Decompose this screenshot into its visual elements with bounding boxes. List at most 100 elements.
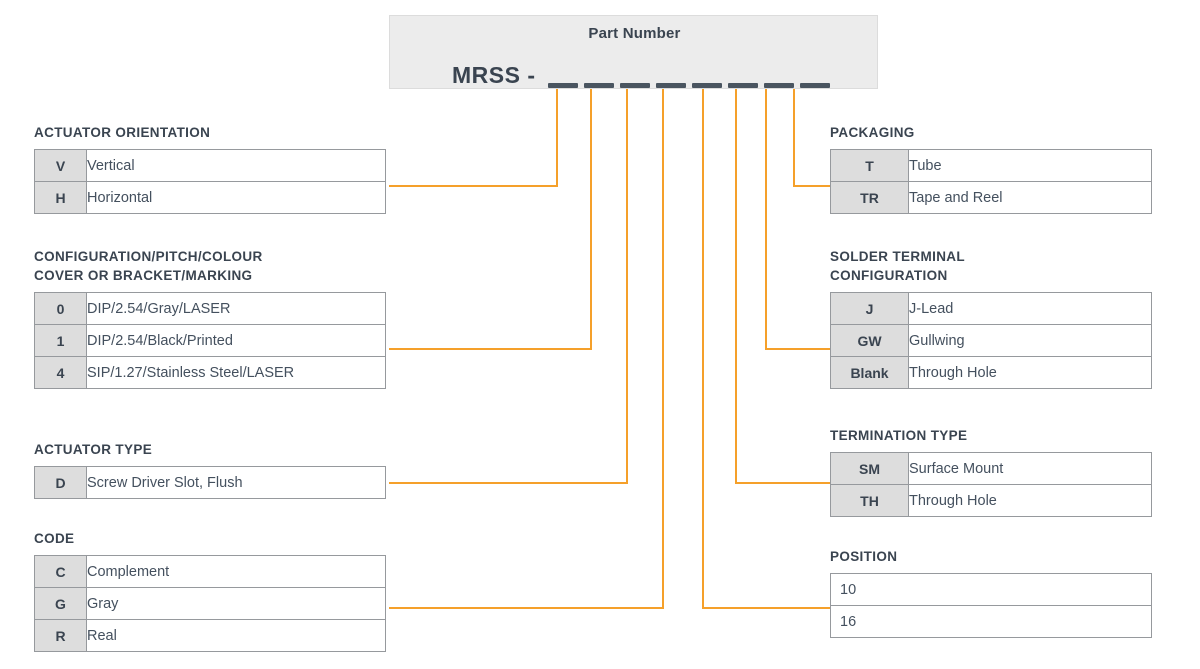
connector-horizontal-4	[389, 607, 664, 609]
section-title: ACTUATOR ORIENTATION	[34, 125, 211, 140]
options-table: V Vertical H Horizontal	[34, 149, 386, 214]
table-row: TH Through Hole	[830, 484, 1152, 517]
option-code: 0	[34, 292, 87, 325]
section-actuator-type: ACTUATOR TYPE D Screw Driver Slot, Flush	[34, 440, 386, 499]
table-row: 16	[830, 605, 1152, 638]
part-number-blank-7	[763, 83, 794, 88]
table-row: 0 DIP/2.54/Gray/LASER	[34, 292, 386, 325]
section-packaging: PACKAGING T Tube TR Tape and Reel	[830, 123, 1152, 214]
option-desc: SIP/1.27/Stainless Steel/LASER	[86, 356, 386, 389]
option-code: 4	[34, 356, 87, 389]
option-desc: 10	[830, 573, 1152, 606]
connector-vertical-1	[556, 89, 558, 187]
section-solder-terminal-configuration: SOLDER TERMINAL CONFIGURATION J J-Lead G…	[830, 247, 1152, 389]
option-desc: Horizontal	[86, 181, 386, 214]
table-row: C Complement	[34, 555, 386, 588]
table-row: Blank Through Hole	[830, 356, 1152, 389]
table-row: G Gray	[34, 587, 386, 620]
part-number-blank-8	[799, 83, 830, 88]
option-code: 1	[34, 324, 87, 357]
part-number-blank-3	[619, 83, 650, 88]
connector-horizontal-6	[735, 482, 830, 484]
option-desc: Vertical	[86, 149, 386, 182]
option-desc: Through Hole	[908, 484, 1152, 517]
part-number-blanks	[547, 83, 836, 88]
connector-vertical-7	[765, 89, 767, 350]
option-code: G	[34, 587, 87, 620]
option-code: R	[34, 619, 87, 652]
connector-vertical-4	[662, 89, 664, 609]
connector-horizontal-1	[389, 185, 558, 187]
section-title: TERMINATION TYPE	[830, 428, 968, 443]
part-number-line: MRSS -	[390, 54, 879, 88]
table-row: D Screw Driver Slot, Flush	[34, 466, 386, 499]
table-row: 1 DIP/2.54/Black/Printed	[34, 324, 386, 357]
option-desc: Surface Mount	[908, 452, 1152, 485]
option-code: TH	[830, 484, 909, 517]
options-table: D Screw Driver Slot, Flush	[34, 466, 386, 499]
options-table: T Tube TR Tape and Reel	[830, 149, 1152, 214]
connector-vertical-8	[793, 89, 795, 187]
section-title: CODE	[34, 531, 75, 546]
option-desc: J-Lead	[908, 292, 1152, 325]
option-desc: DIP/2.54/Gray/LASER	[86, 292, 386, 325]
options-table: C Complement G Gray R Real	[34, 555, 386, 652]
options-table: 0 DIP/2.54/Gray/LASER 1 DIP/2.54/Black/P…	[34, 292, 386, 389]
section-code: CODE C Complement G Gray R Real	[34, 529, 386, 652]
table-row: R Real	[34, 619, 386, 652]
table-row: V Vertical	[34, 149, 386, 182]
connector-vertical-5	[702, 89, 704, 609]
table-row: J J-Lead	[830, 292, 1152, 325]
option-desc: Gullwing	[908, 324, 1152, 357]
options-table: J J-Lead GW Gullwing Blank Through Hole	[830, 292, 1152, 389]
part-number-title: Part Number	[588, 25, 681, 42]
option-code: T	[830, 149, 909, 182]
part-number-prefix: MRSS -	[452, 62, 536, 88]
section-actuator-orientation: ACTUATOR ORIENTATION V Vertical H Horizo…	[34, 123, 386, 214]
options-table: SM Surface Mount TH Through Hole	[830, 452, 1152, 517]
options-table: 10 16	[830, 573, 1152, 638]
option-desc: Tape and Reel	[908, 181, 1152, 214]
connector-horizontal-8	[793, 185, 830, 187]
table-row: 10	[830, 573, 1152, 606]
part-number-box: Part Number MRSS -	[389, 15, 878, 89]
option-code: H	[34, 181, 87, 214]
option-desc: Screw Driver Slot, Flush	[86, 466, 386, 499]
option-code: GW	[830, 324, 909, 357]
connector-vertical-3	[626, 89, 628, 484]
section-position: POSITION 10 16	[830, 547, 1152, 638]
connector-horizontal-7	[765, 348, 830, 350]
option-desc: Through Hole	[908, 356, 1152, 389]
section-title: PACKAGING	[830, 125, 915, 140]
option-desc: Tube	[908, 149, 1152, 182]
section-title: ACTUATOR TYPE	[34, 442, 153, 457]
option-desc: 16	[830, 605, 1152, 638]
option-code: TR	[830, 181, 909, 214]
section-title: POSITION	[830, 549, 898, 564]
part-number-blank-4	[655, 83, 686, 88]
option-code: Blank	[830, 356, 909, 389]
option-code: V	[34, 149, 87, 182]
option-desc: Real	[86, 619, 386, 652]
connector-vertical-6	[735, 89, 737, 484]
connector-vertical-2	[590, 89, 592, 350]
table-row: TR Tape and Reel	[830, 181, 1152, 214]
table-row: T Tube	[830, 149, 1152, 182]
option-code: C	[34, 555, 87, 588]
part-number-blank-2	[583, 83, 614, 88]
part-number-blank-5	[691, 83, 722, 88]
option-code: SM	[830, 452, 909, 485]
table-row: 4 SIP/1.27/Stainless Steel/LASER	[34, 356, 386, 389]
table-row: H Horizontal	[34, 181, 386, 214]
section-title: SOLDER TERMINAL CONFIGURATION	[830, 249, 965, 283]
option-code: J	[830, 292, 909, 325]
table-row: SM Surface Mount	[830, 452, 1152, 485]
table-row: GW Gullwing	[830, 324, 1152, 357]
section-title: CONFIGURATION/PITCH/COLOUR COVER OR BRAC…	[34, 249, 263, 283]
option-desc: Gray	[86, 587, 386, 620]
section-termination-type: TERMINATION TYPE SM Surface Mount TH Thr…	[830, 426, 1152, 517]
option-desc: DIP/2.54/Black/Printed	[86, 324, 386, 357]
part-number-blank-6	[727, 83, 758, 88]
section-configuration-pitch-colour: CONFIGURATION/PITCH/COLOUR COVER OR BRAC…	[34, 247, 386, 389]
